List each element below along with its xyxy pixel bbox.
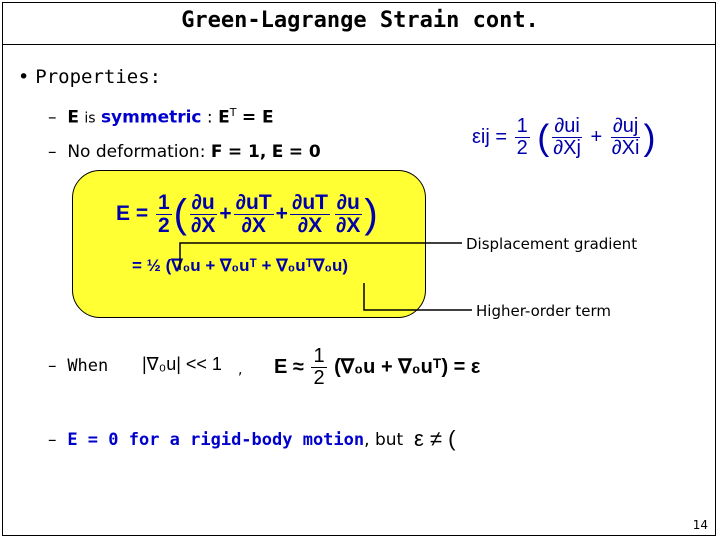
frac-den: 2	[516, 137, 528, 159]
duT-dX-frac: ∂uT∂X	[233, 191, 274, 238]
symmetric-word: symmetric	[100, 107, 202, 128]
dash: –	[48, 356, 57, 376]
higher-order-term-label: Higher-order term	[476, 302, 611, 320]
highlight-box	[72, 170, 426, 318]
plus: +	[590, 125, 603, 148]
F-eq: = 1,	[227, 142, 267, 162]
du-j-frac: ∂uj∂Xi	[610, 116, 642, 159]
bullet-properties: • Properties:	[18, 66, 161, 88]
half: ½	[146, 256, 161, 275]
displacement-gradient-leader	[179, 242, 462, 270]
higher-order-leader	[363, 283, 472, 311]
eq-E: = E	[241, 107, 274, 128]
eps-neq-equation: ε ≠ (	[414, 426, 456, 451]
dash: –	[48, 142, 57, 162]
duT-dX-frac-2: ∂uT∂X	[289, 191, 330, 238]
F-symbol: F	[210, 142, 223, 162]
frac-den: ∂X	[241, 214, 266, 238]
bullet-rigid: – E = 0 for a rigid-body motion, but	[48, 430, 403, 450]
plus: +	[219, 202, 232, 226]
eq: =	[132, 256, 142, 275]
frac-den: 2	[157, 214, 170, 238]
gradient-body: (∇₀u + ∇₀uᵀ + ∇₀uᵀ∇₀u)	[165, 256, 349, 275]
page-title: Green-Lagrange Strain cont.	[181, 8, 539, 33]
frac-num: ∂uj	[610, 115, 641, 138]
when-comma: ,	[238, 362, 243, 378]
E-gradient-equation: = ½ (∇₀u + ∇₀uᵀ + ∇₀uᵀ∇₀u)	[132, 256, 348, 276]
dash: –	[48, 430, 57, 450]
E-lhs: E =	[116, 202, 149, 226]
properties-label: Properties:	[35, 66, 162, 88]
paren-right: )	[643, 116, 656, 158]
no-deformation-text: No deformation:	[67, 142, 206, 162]
frac-num: 1	[514, 115, 530, 138]
bullet-symmetric: – E is symmetric : ET = E	[48, 106, 274, 128]
E-eq: = 0	[288, 142, 321, 162]
but-text: but	[374, 430, 404, 450]
frac-den: ∂X	[335, 214, 361, 238]
frac-den: 2	[313, 367, 325, 389]
du-dX-frac-2: ∂u∂X	[334, 191, 362, 238]
E-approx-lhs: E ≈	[274, 355, 304, 378]
small-gradient-condition: |∇₀u| << 1	[142, 354, 222, 374]
frac-den: ∂X	[190, 214, 216, 238]
frac-num: ∂uT	[233, 191, 274, 216]
frac-num: ∂uT	[289, 191, 330, 216]
title-divider	[2, 44, 716, 45]
displacement-gradient-label: Displacement gradient	[466, 235, 638, 253]
plus: +	[275, 202, 288, 226]
frac-den: ∂Xj	[553, 137, 581, 159]
frac-den: ∂X	[297, 214, 323, 238]
E-lhs: E	[218, 107, 230, 128]
dash: –	[48, 107, 57, 128]
E-symbol: E	[67, 107, 79, 128]
paren-left: (	[173, 192, 187, 237]
du-dX-frac: ∂u∂X	[189, 191, 217, 238]
paren-left: (	[537, 116, 550, 158]
paren-right: )	[364, 192, 378, 237]
is-text: is	[84, 110, 96, 127]
frac-num: ∂u	[334, 191, 362, 216]
frac-num: 1	[311, 345, 327, 368]
frac-num: ∂u	[189, 191, 217, 216]
E-symbol: E	[271, 142, 284, 162]
page-number: 14	[692, 518, 708, 532]
bullet-no-deformation: – No deformation: F = 1, E = 0	[48, 142, 321, 162]
comma: ,	[364, 430, 370, 450]
frac-num: 1	[155, 191, 172, 216]
bullet-dot: •	[18, 66, 30, 88]
transpose-sup: T	[229, 106, 237, 119]
rigid-body-text: E = 0 for a rigid-body motion	[67, 430, 365, 450]
colon: :	[206, 107, 213, 128]
frac-num: ∂ui	[552, 115, 582, 138]
frac-den: ∂Xi	[611, 137, 640, 159]
E-approx-body: (∇₀u + ∇₀uᵀ) = ε	[334, 355, 481, 378]
when-text: When	[67, 356, 109, 376]
bullet-when: – When	[48, 356, 108, 376]
du-i-frac: ∂ui∂Xj	[551, 116, 583, 159]
eps-lhs: εij =	[472, 125, 508, 148]
